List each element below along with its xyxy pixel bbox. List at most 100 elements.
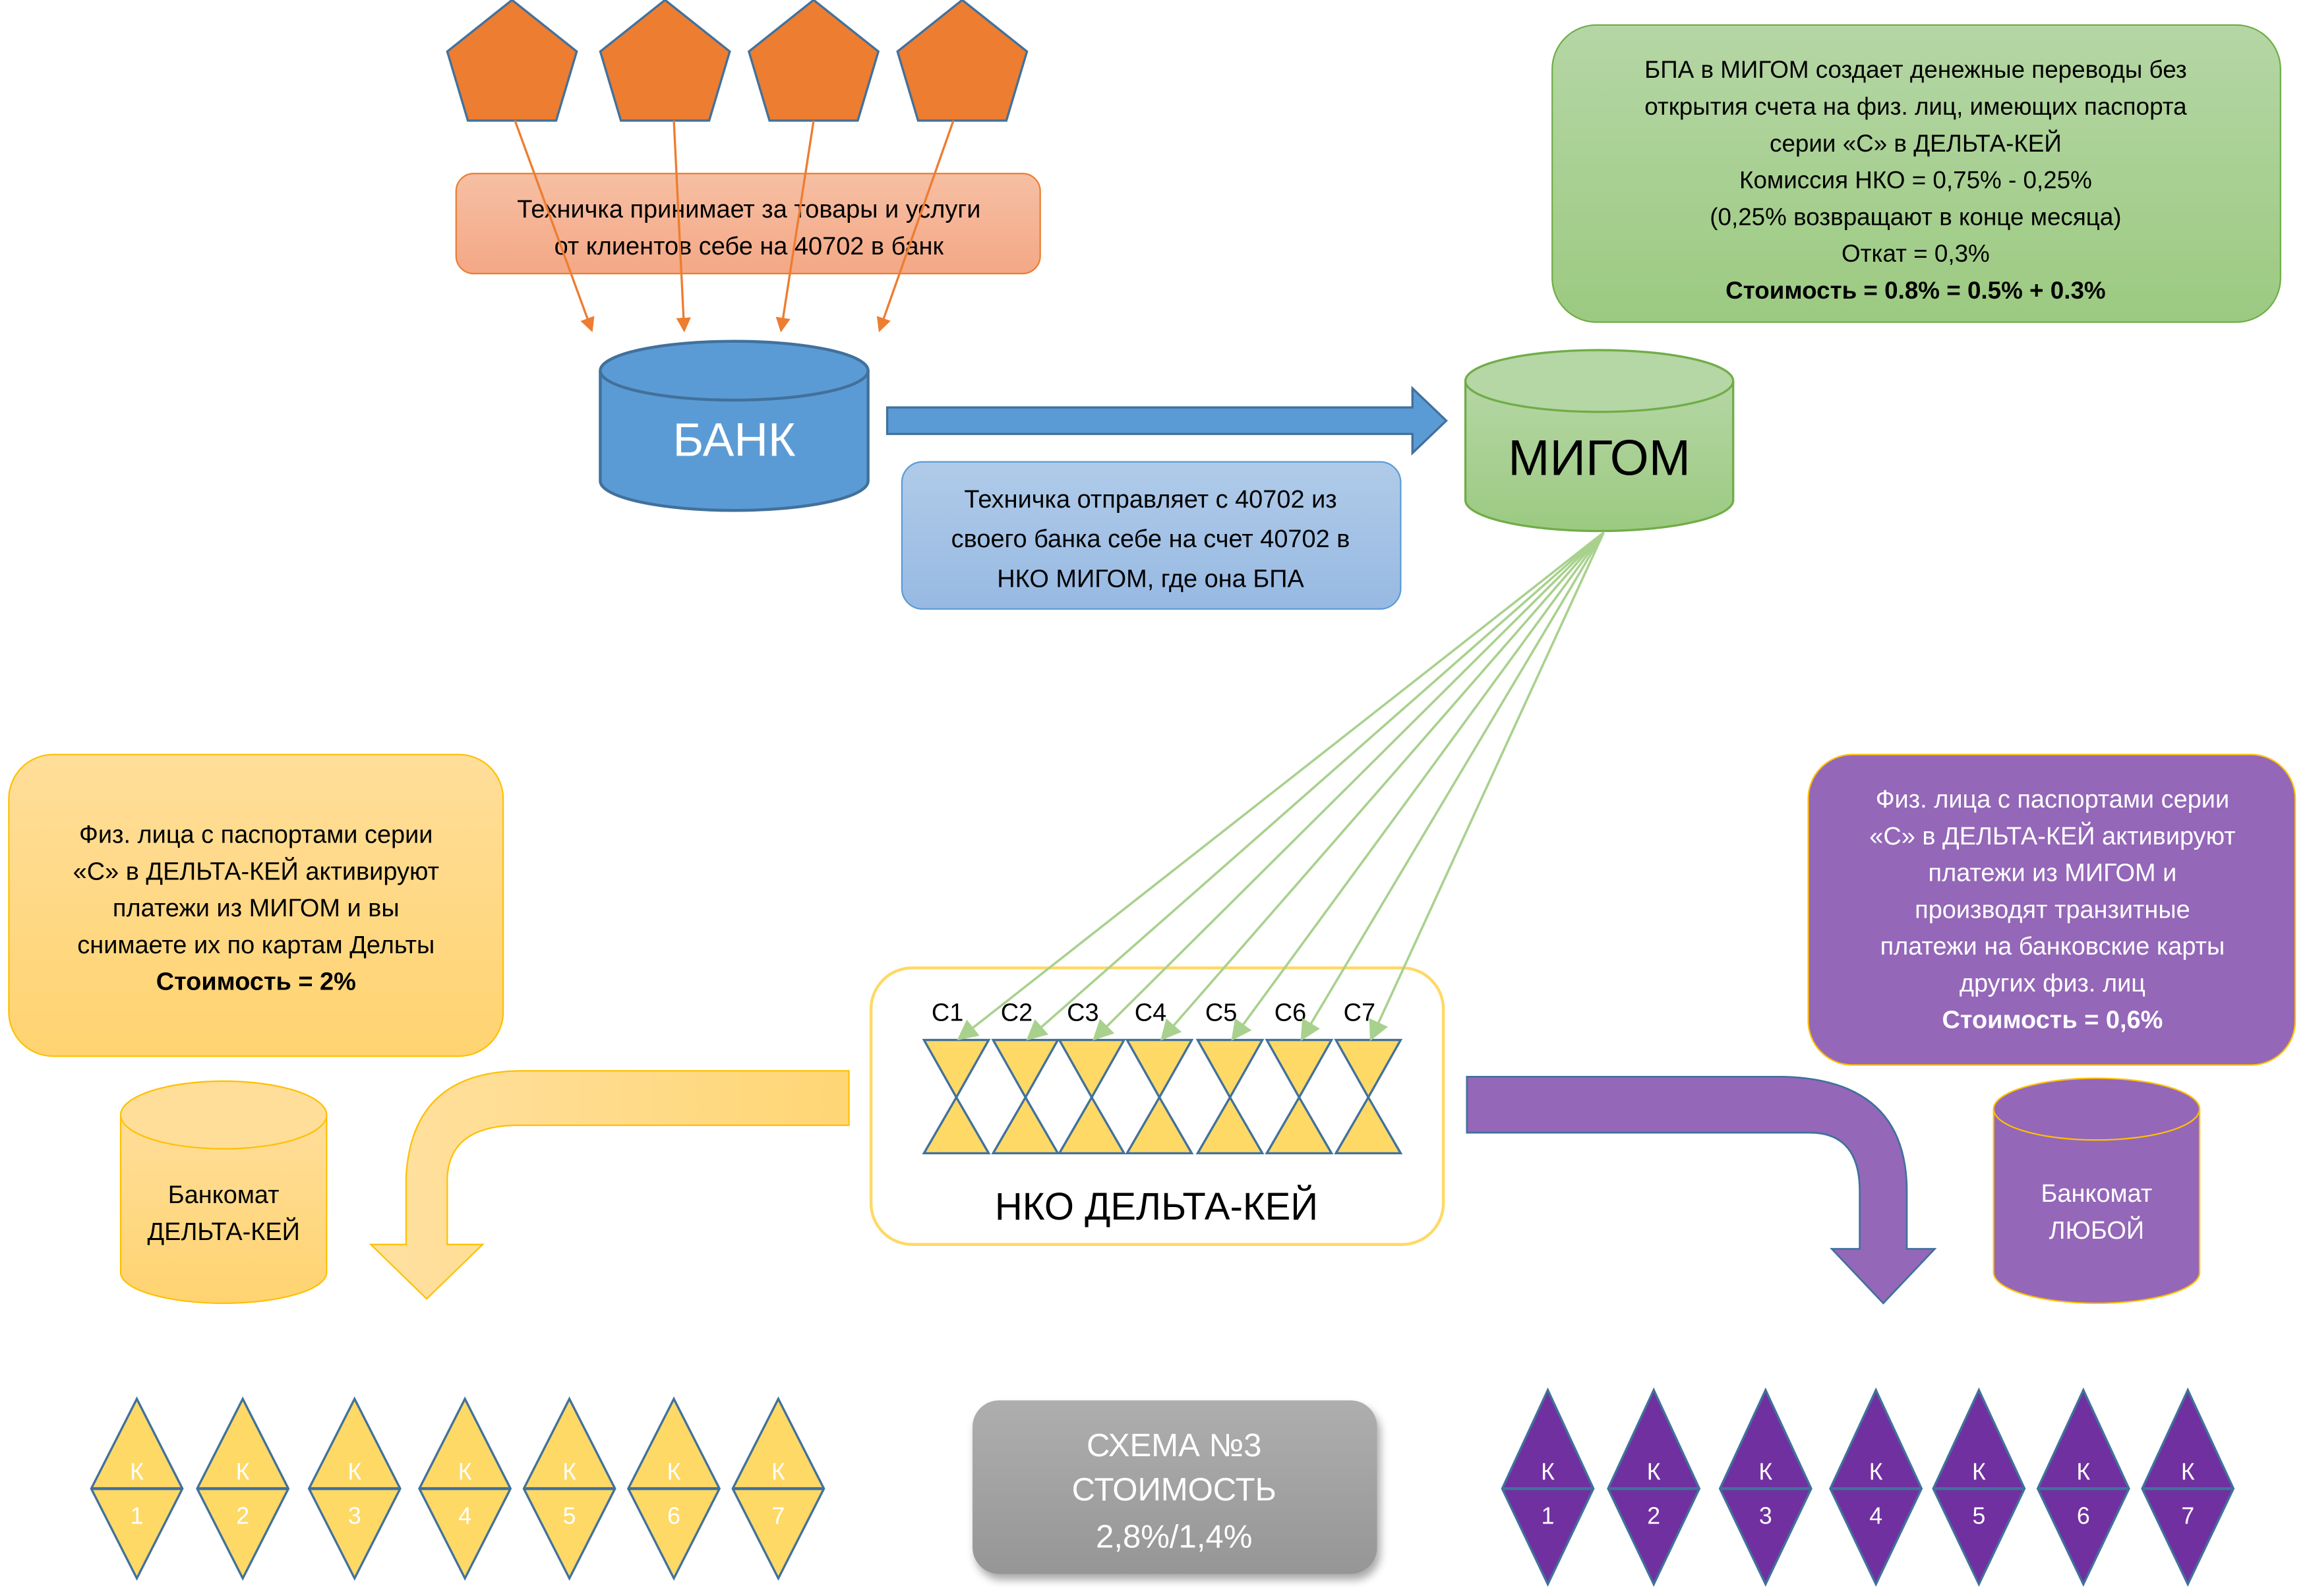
- right-bent-arrow: [1466, 1075, 1937, 1305]
- scheme-line-2: СТОИМОСТЬ: [1072, 1472, 1276, 1508]
- right-atm-cylinder[interactable]: Банкомат ЛЮБОЙ: [1992, 1077, 2201, 1305]
- right-note-line-3: платежи из МИГОМ и: [1929, 860, 2177, 887]
- card-number: 3: [348, 1503, 361, 1529]
- migom-note-line-4: Комиссия НКО = 0,75% - 0,25%: [1739, 167, 2092, 194]
- right-atm-line-1: Банкомат: [2041, 1180, 2153, 1208]
- left-card-1[interactable]: К1: [90, 1396, 184, 1581]
- right-note-line-5: платежи на банковские карты: [1880, 933, 2225, 961]
- right-card-1[interactable]: К1: [1501, 1387, 1595, 1587]
- migom-to-account-arrow: [1026, 531, 1605, 1041]
- left-note-line-4: снимаете их по картам Дельты: [77, 931, 434, 959]
- account-5[interactable]: С5: [1195, 999, 1265, 1155]
- account-label: С5: [1205, 999, 1237, 1027]
- card-top-label: К: [347, 1459, 361, 1485]
- card-top-label: К: [1869, 1459, 1883, 1485]
- left-card-7[interactable]: К7: [731, 1396, 825, 1581]
- account-top-triangle: [1125, 1038, 1194, 1100]
- bank-to-migom-arrow: [885, 386, 1448, 456]
- right-note-cost: Стоимость = 0,6%: [1942, 1007, 2163, 1034]
- merchant-pentagon-icon[interactable]: [747, 0, 880, 122]
- card-number: 7: [772, 1503, 785, 1529]
- card-number: 6: [667, 1503, 680, 1529]
- right-note-line-1: Физ. лица с паспортами серии: [1876, 786, 2229, 813]
- card-number: 4: [1869, 1503, 1882, 1529]
- card-number: 1: [131, 1503, 144, 1529]
- migom-note-line-6: Откат = 0,3%: [1842, 240, 1990, 267]
- left-card-5[interactable]: К5: [522, 1396, 616, 1581]
- right-note: Физ. лица с паспортами серии «С» в ДЕЛЬТ…: [1807, 754, 2296, 1066]
- left-note: Физ. лица с паспортами серии «С» в ДЕЛЬТ…: [8, 754, 504, 1057]
- right-card-7[interactable]: К7: [2141, 1387, 2235, 1587]
- account-7[interactable]: С7: [1334, 999, 1403, 1155]
- transfer-note: Техничка отправляет с 40702 из своего ба…: [901, 461, 1402, 610]
- account-top-triangle: [991, 1038, 1060, 1100]
- migom-to-account-arrow: [957, 531, 1605, 1041]
- merchant-note: Техничка принимает за товары и услуги от…: [455, 173, 1041, 275]
- card-top-label: К: [1541, 1459, 1555, 1485]
- merchant-to-bank-arrow: [876, 120, 955, 333]
- card-number: 6: [2077, 1503, 2090, 1529]
- merchant-to-bank-arrow: [673, 120, 691, 333]
- card-top-label: К: [667, 1459, 681, 1485]
- migom-to-account-arrow: [1093, 531, 1605, 1041]
- account-bottom-triangle: [1057, 1095, 1126, 1155]
- card-top-label: К: [2181, 1459, 2195, 1485]
- card-number: 2: [1647, 1503, 1660, 1529]
- merchant-to-bank-arrow: [775, 120, 815, 333]
- migom-note-line-1: БПА в МИГОМ создает денежные переводы бе…: [1644, 56, 2187, 83]
- account-bottom-triangle: [1195, 1095, 1265, 1155]
- card-top-label: К: [130, 1459, 144, 1485]
- account-label: С3: [1067, 999, 1098, 1027]
- card-top-label: К: [562, 1459, 576, 1485]
- card-number: 5: [563, 1503, 576, 1529]
- right-card-5[interactable]: К5: [1932, 1387, 2026, 1587]
- account-label: С7: [1344, 999, 1375, 1027]
- account-1[interactable]: С1: [922, 999, 991, 1155]
- merchant-pentagon-icon[interactable]: [599, 0, 731, 122]
- right-card-3[interactable]: К3: [1718, 1387, 1813, 1587]
- right-card-4[interactable]: К4: [1829, 1387, 1923, 1587]
- account-bottom-triangle: [1334, 1095, 1403, 1155]
- account-3[interactable]: С3: [1057, 999, 1126, 1155]
- card-number: 7: [2181, 1503, 2194, 1529]
- left-note-cost: Стоимость = 2%: [156, 968, 356, 996]
- account-label: С6: [1274, 999, 1306, 1027]
- bank-cylinder[interactable]: БАНК: [599, 340, 870, 512]
- account-label: С4: [1135, 999, 1166, 1027]
- right-note-line-4: производят транзитные: [1915, 896, 2190, 924]
- migom-to-account-arrow: [1300, 531, 1605, 1042]
- left-note-line-1: Физ. лица с паспортами серии: [79, 821, 433, 849]
- merchant-pentagon-icon[interactable]: [446, 0, 578, 122]
- right-card-6[interactable]: К6: [2036, 1387, 2130, 1587]
- left-atm-cylinder[interactable]: Банкомат ДЕЛЬТА-КЕЙ: [119, 1080, 328, 1305]
- account-bottom-triangle: [922, 1095, 991, 1155]
- account-2[interactable]: С2: [991, 999, 1060, 1155]
- card-top-label: К: [236, 1459, 250, 1485]
- left-note-line-2: «С» в ДЕЛЬТА-КЕЙ активируют: [73, 856, 439, 885]
- left-card-4[interactable]: К4: [418, 1396, 512, 1581]
- left-card-3[interactable]: К3: [307, 1396, 402, 1581]
- migom-label: МИГОМ: [1508, 430, 1691, 487]
- account-6[interactable]: С6: [1265, 999, 1334, 1155]
- left-bent-arrow: [369, 1070, 850, 1300]
- left-card-6[interactable]: К6: [626, 1396, 721, 1581]
- migom-to-account-arrow: [1160, 531, 1605, 1041]
- right-card-2[interactable]: К2: [1607, 1387, 1701, 1587]
- migom-note: БПА в МИГОМ создает денежные переводы бе…: [1551, 24, 2281, 323]
- account-top-triangle: [1334, 1038, 1403, 1100]
- migom-cylinder[interactable]: МИГОМ: [1464, 349, 1735, 533]
- transfer-note-line-2: своего банка себе на счет 40702 в: [951, 525, 1350, 553]
- merchant-pentagon-icon[interactable]: [896, 0, 1029, 122]
- card-number: 1: [1542, 1503, 1555, 1529]
- delta-key-label: НКО ДЕЛЬТА-КЕЙ: [995, 1185, 1318, 1228]
- account-top-triangle: [1195, 1038, 1265, 1100]
- migom-note-cost: Стоимость = 0.8% = 0.5% + 0.3%: [1725, 277, 2105, 304]
- scheme-line-3: 2,8%/1,4%: [1096, 1519, 1252, 1554]
- account-top-triangle: [1265, 1038, 1334, 1100]
- migom-note-line-5: (0,25% возвращают в конце месяца): [1710, 203, 2121, 230]
- migom-note-line-2: открытия счета на физ. лиц, имеющих пасп…: [1644, 93, 2187, 120]
- left-card-2[interactable]: К2: [196, 1396, 290, 1581]
